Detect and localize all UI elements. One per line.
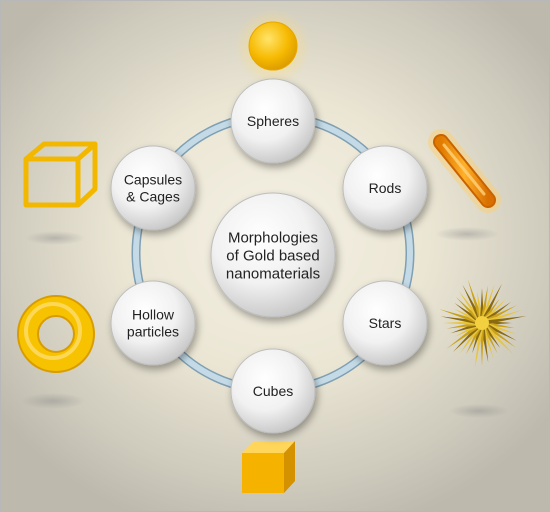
- node-rods: Rods: [342, 145, 428, 231]
- gold-sphere-icon: [235, 9, 311, 85]
- node-capsules-cages-label: & Cages: [126, 188, 180, 204]
- gold-cage-icon: [23, 141, 98, 208]
- node-stars-circle: [342, 280, 428, 366]
- gold-cube-icon: [242, 441, 295, 493]
- gold-star-icon: [439, 279, 527, 369]
- node-cubes: Cubes: [230, 348, 316, 434]
- node-cubes-label: Cubes: [253, 383, 293, 399]
- node-cubes-circle: [230, 348, 316, 434]
- center-node-circle: [210, 192, 336, 318]
- gold-torus-icon: [17, 295, 95, 373]
- node-capsules-cages-label: Capsules: [124, 171, 182, 187]
- rod-shadow: [435, 227, 499, 241]
- center-node-label: Morphologies: [228, 229, 318, 246]
- star-shadow: [449, 404, 509, 418]
- node-stars-label: Stars: [369, 315, 402, 331]
- node-rods-label: Rods: [369, 180, 402, 196]
- gold-rod-icon: [428, 129, 501, 213]
- node-spheres: Spheres: [230, 78, 316, 164]
- node-hollow-particles-circle: [110, 280, 196, 366]
- node-spheres-label: Spheres: [247, 113, 299, 129]
- node-stars: Stars: [342, 280, 428, 366]
- node-rods-circle: [342, 145, 428, 231]
- center-node-label: nanomaterials: [226, 265, 320, 282]
- node-hollow-particles-label: particles: [127, 323, 179, 339]
- node-hollow-particles-label: Hollow: [132, 306, 175, 322]
- node-spheres-circle: [230, 78, 316, 164]
- node-capsules-cages-circle: [110, 145, 196, 231]
- node-capsules-cages: Capsules& Cages: [110, 145, 196, 231]
- center-node-label: of Gold based: [226, 247, 319, 264]
- cage-shadow: [25, 231, 85, 245]
- torus-shadow: [21, 393, 85, 409]
